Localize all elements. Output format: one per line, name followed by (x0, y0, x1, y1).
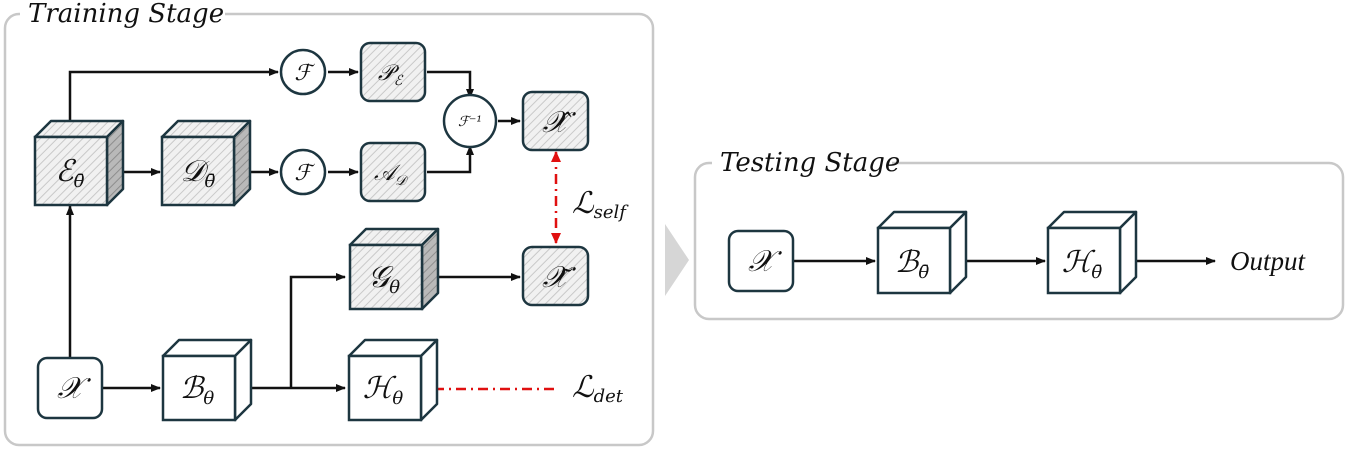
backbone-symbol: ℬ (180, 371, 206, 406)
training-connectors (66, 68, 521, 392)
test-backbone-subscript: θ̄ (918, 262, 929, 283)
loss-det-subscript: det (594, 386, 624, 407)
loss-self-symbol: ℒ (572, 186, 595, 221)
svg-text:ℋθ̄: ℋθ̄ (1062, 245, 1103, 283)
loss-det-symbol: ℒ (572, 370, 595, 405)
test-backbone-cube: ℬθ̄ (876, 210, 968, 295)
svg-text:ℰθ̄: ℰθ̄ (55, 154, 84, 192)
phase-box: 𝒫ℰ (359, 41, 427, 103)
head-subscript: θ (392, 388, 403, 409)
encoder-cube: ℰθ̄ (33, 119, 125, 207)
svg-text:ℒdet: ℒdet (572, 370, 624, 407)
decoder-subscript: θ̄ (205, 171, 216, 192)
svg-text:ℋθ: ℋθ (363, 371, 404, 409)
svg-text:ℬθ̄: ℬθ̄ (895, 245, 930, 283)
test-head-cube: ℋθ̄ (1046, 210, 1138, 295)
phase-subscript: ℰ (394, 73, 404, 89)
decoder-cube: 𝒟θ̄ (160, 119, 252, 207)
test-head-symbol: ℋ (1062, 245, 1096, 280)
training-panel (3, 12, 655, 447)
fft-top-node: ℱ (279, 48, 327, 96)
fft-mid-node: ℱ (279, 148, 327, 196)
output-label: Output (1230, 246, 1307, 276)
generator-subscript: θ (389, 277, 400, 298)
backbone-subscript: θ (203, 388, 214, 409)
training-stage-label: Training Stage (28, 0, 224, 29)
train-input-box: 𝒳 (36, 356, 104, 420)
x-tilde-box: 𝒳̃ (521, 245, 590, 307)
head-cube: ℋθ (347, 338, 439, 422)
testing-stage-label: Testing Stage (720, 148, 900, 178)
encoder-subscript: θ̄ (74, 171, 85, 192)
svg-text:ℬθ: ℬθ (180, 371, 215, 409)
test-head-subscript: θ̄ (1091, 262, 1102, 283)
encoder-symbol: ℰ (55, 154, 76, 189)
svg-text:ℒself: ℒself (572, 186, 629, 223)
ifft-label: ℱ⁻¹ (458, 114, 482, 130)
x-hat-box: 𝒳̂ (521, 90, 590, 152)
loss-self-subscript: self (594, 202, 630, 223)
backbone-cube: ℬθ (161, 338, 253, 422)
fft-mid-label: ℱ (294, 161, 315, 186)
test-backbone-symbol: ℬ (895, 245, 921, 280)
ifft-node: ℱ⁻¹ (442, 93, 498, 149)
generator-cube: 𝒢θ (348, 227, 440, 311)
amplitude-box: 𝒜𝒟 (359, 141, 427, 203)
testing-panel (693, 161, 1345, 321)
amplitude-subscript: 𝒟 (395, 173, 409, 189)
head-symbol: ℋ (363, 371, 397, 406)
test-input-box: 𝒳 (727, 229, 795, 293)
fft-top-label: ℱ (294, 61, 315, 86)
